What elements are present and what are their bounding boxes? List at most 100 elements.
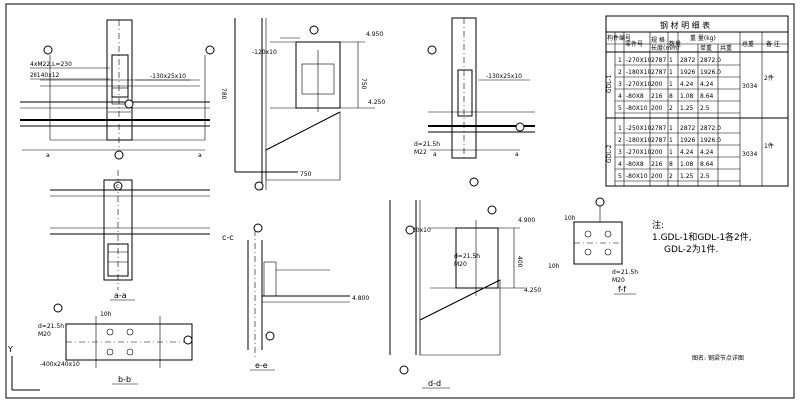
group-b-label: GDL-2 <box>606 144 613 163</box>
view-ee-section: e-e 4.800 <box>247 223 369 371</box>
table-cell: -250X10 <box>626 125 652 132</box>
callout-hole-c: d=21.5h <box>414 141 440 148</box>
material-table: 钢 材 明 细 表 构件编号 零件号 规 格 长度(mm) 数量 重 量(kg)… <box>605 15 789 187</box>
callout-bolt-bb: M20 <box>38 331 51 338</box>
table-cell: 4.24 <box>700 81 714 88</box>
view-bb-plan: d=21.5h M20 -400x240x10 10h b-b <box>38 303 193 385</box>
callout-hole-bb: d=21.5h <box>38 323 64 330</box>
table-cell: 2.5 <box>700 105 710 112</box>
section-label-ff: f-f <box>618 285 626 294</box>
svg-text:总重: 总重 <box>742 40 754 48</box>
table-cell: 216 <box>651 93 663 100</box>
table-cell: 216 <box>651 161 663 168</box>
elev-top: 4.950 <box>366 31 383 38</box>
table-cell: -80X10 <box>626 105 648 112</box>
dim-750-b: 750 <box>300 171 312 178</box>
table-cell: 2872 <box>680 125 695 132</box>
svg-text:单重: 单重 <box>700 44 712 52</box>
table-cell: 1.25 <box>680 173 694 180</box>
view-a-plan: a a 4xM22,L=230 2Ⅱ140x12 -130x25x10 780 <box>20 19 227 160</box>
table-cell: 8.64 <box>700 93 714 100</box>
view-cc-elevation: c a-a c-c <box>50 170 234 301</box>
callout-plate-c: -130x25x10 <box>486 73 522 80</box>
elev-bottom: 4.250 <box>368 99 385 106</box>
section-label-bb: b-b <box>118 375 131 384</box>
svg-text:400: 400 <box>516 256 523 268</box>
table-cell: 2787 <box>651 125 666 132</box>
table-cell: -270X10 <box>626 149 652 156</box>
svg-text:4.900: 4.900 <box>518 217 535 224</box>
table-cell: 2787 <box>651 137 666 144</box>
notes-line-2: GDL-2为1件. <box>664 243 718 255</box>
svg-text:4.800: 4.800 <box>352 295 369 302</box>
section-label-cc: c-c <box>222 233 234 242</box>
notes-line-1: 1.GDL-1和GDL-1各2件, <box>652 231 752 243</box>
table-cell: 4 <box>618 93 622 100</box>
callout-plate-a: -130x25x10 <box>150 73 186 80</box>
table-cell: 1.08 <box>680 93 694 100</box>
table-cell: 2872.0 <box>700 125 721 132</box>
svg-text:a: a <box>515 151 519 158</box>
drawing-frame <box>5 3 795 399</box>
section-label-aa: a-a <box>114 291 127 300</box>
callout-bolt-c: M22 <box>414 149 427 156</box>
svg-text:规 格: 规 格 <box>651 36 665 44</box>
table-title: 钢 材 明 细 表 <box>660 20 710 30</box>
table-cell: 2787 <box>651 57 666 64</box>
table-cell: 1 <box>669 69 673 76</box>
notes-heading: 注: <box>652 219 664 231</box>
table-cell: 2872.0 <box>700 57 721 64</box>
grid-a-label: a <box>46 152 50 159</box>
svg-text:a: a <box>433 151 437 158</box>
svg-text:构件编号: 构件编号 <box>607 34 631 42</box>
svg-text:4.250: 4.250 <box>524 287 541 294</box>
svg-text:10h: 10h <box>100 311 112 318</box>
view-dd-section: 400 -120x10 d=21.5h M20 4.900 4.250 d-d <box>389 200 541 389</box>
table-cell: 200 <box>651 149 663 156</box>
group-b-note: 1件 <box>764 142 774 150</box>
svg-text:10h: 10h <box>564 215 576 222</box>
table-cell: 3 <box>618 149 622 156</box>
table-cell: -80X8 <box>626 161 644 168</box>
table-cell: 4.24 <box>680 149 694 156</box>
table-cell: -180X10 <box>626 137 652 144</box>
svg-text:GDL-1: GDL-1 <box>606 74 613 93</box>
table-cell: 2.5 <box>700 173 710 180</box>
table-cell: 2 <box>618 69 622 76</box>
section-label-dd: d-d <box>428 379 441 388</box>
section-label-ee: e-e <box>255 361 268 370</box>
table-cell: 2787 <box>651 69 666 76</box>
table-cell: 1 <box>669 81 673 88</box>
table-cell: -80X10 <box>626 173 648 180</box>
table-cell: 2872 <box>680 57 695 64</box>
svg-text:d=21.5h: d=21.5h <box>612 269 638 276</box>
svg-text:c: c <box>116 183 119 190</box>
table-cell: 2 <box>618 137 622 144</box>
footer-text: 图名: 钢梁节点详图 <box>692 354 744 362</box>
table-cell: 200 <box>651 81 663 88</box>
table-cell: -80X8 <box>626 93 644 100</box>
table-cell: 200 <box>651 105 663 112</box>
table-cell: 2 <box>669 173 673 180</box>
callout-flange-dd: -120x10 <box>406 227 431 234</box>
svg-text:2件: 2件 <box>764 74 774 82</box>
view-ff-detail: 10h 10h d=21.5h M20 f-f <box>548 197 638 295</box>
table-cell: 2 <box>669 105 673 112</box>
dim-750: 750 <box>360 78 367 90</box>
table-cell: 200 <box>651 173 663 180</box>
callout-bolt-dd: M20 <box>454 261 467 268</box>
table-cell: 5 <box>618 105 622 112</box>
ucs-icon: Y <box>7 345 40 391</box>
table-cell: 1926.0 <box>700 137 721 144</box>
table-cell: -270X10 <box>626 57 652 64</box>
table-cell: 8 <box>669 93 673 100</box>
table-cell: 4.24 <box>700 149 714 156</box>
callout-flange: -120x10 <box>252 49 277 56</box>
dim-780: 780 <box>220 88 227 100</box>
table-cell: 1 <box>669 149 673 156</box>
callout-baseplate: -400x240x10 <box>40 361 80 368</box>
table-cell: 8.64 <box>700 161 714 168</box>
table-cell: 1 <box>618 125 622 132</box>
table-cell: 1926.0 <box>700 69 721 76</box>
table-cell: 8 <box>669 161 673 168</box>
